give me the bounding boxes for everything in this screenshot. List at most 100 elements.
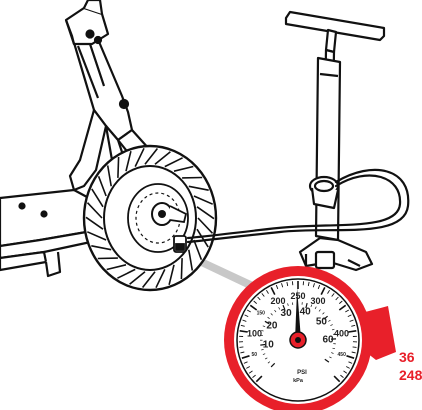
gauge-tick <box>349 319 354 322</box>
callout-psi-value: 36 <box>399 349 415 365</box>
gauge-psi-tick <box>310 304 313 308</box>
tread-mark <box>85 216 104 230</box>
gauge-psi-tick <box>287 303 289 306</box>
gauge-tick <box>241 355 250 359</box>
gauge-tick <box>242 319 247 322</box>
gauge-psi-tick <box>260 343 266 346</box>
tread-mark <box>86 231 107 241</box>
front-wheel <box>82 144 218 292</box>
gauge-psi-tick <box>314 306 317 310</box>
tread-mark <box>91 245 112 251</box>
gauge-tick <box>320 287 326 295</box>
gauge-psi-tick <box>262 353 266 355</box>
gauge-psi-tick <box>270 313 273 316</box>
psi-label: 10 <box>263 340 275 351</box>
gauge-tick <box>239 330 248 333</box>
handlebar-clamp <box>64 0 110 46</box>
gauge-tick <box>343 370 348 374</box>
gauge-tick <box>317 284 321 290</box>
psi-label: 30 <box>281 308 293 319</box>
gauge-psi-tick <box>264 357 268 360</box>
tread-mark <box>106 264 127 271</box>
tread-mark <box>106 165 112 187</box>
tread-mark <box>155 269 166 289</box>
kpa-major-label: 400 <box>334 328 349 338</box>
tread-mark <box>168 264 175 285</box>
gauge-tick <box>347 314 352 318</box>
gauge-psi-tick <box>274 309 277 313</box>
gauge-tick <box>257 296 261 301</box>
tread-mark <box>188 249 194 271</box>
gauge-tick <box>345 366 350 369</box>
gauge-tick <box>345 309 350 313</box>
gauge-psi-tick <box>261 330 264 332</box>
gauge-psi-tick <box>267 361 271 364</box>
tread-mark <box>141 271 156 288</box>
gauge-tick <box>249 304 258 311</box>
gauge-tick <box>351 324 356 327</box>
pump-hose <box>186 168 410 244</box>
gauge-tick <box>246 366 251 369</box>
gauge-psi-tick <box>282 304 286 310</box>
tread-mark <box>193 239 203 260</box>
gauge-tick <box>252 374 256 378</box>
tread-mark <box>134 147 145 167</box>
gauge-tick <box>281 283 284 288</box>
tread-mark <box>86 202 103 219</box>
kpa-minor-label: 150 <box>257 311 266 317</box>
gauge-psi-tick <box>322 312 325 315</box>
gauge-tick <box>307 281 310 287</box>
callout-kpa-value: 248 <box>399 367 422 383</box>
gauge-tick <box>286 281 289 287</box>
kpa-major-label: 250 <box>290 291 305 301</box>
kpa-major-label: 300 <box>310 296 325 306</box>
gauge-tick <box>335 296 339 301</box>
gauge-psi-tick <box>324 358 330 363</box>
tread-mark <box>164 157 183 168</box>
gauge-tick <box>244 314 249 318</box>
gauge-tick <box>240 351 245 354</box>
gauge-tick <box>348 361 353 364</box>
tread-mark <box>180 258 183 280</box>
gauge-tick <box>243 361 248 364</box>
floor-pump <box>284 10 386 272</box>
gauge-tick <box>239 346 244 348</box>
tread-mark <box>91 188 104 208</box>
psi-unit-label: PSI <box>297 370 307 376</box>
scooter-deck <box>0 188 102 278</box>
gauge-psi-tick <box>331 328 335 331</box>
kpa-minor-label: 450 <box>338 352 347 358</box>
tread-mark <box>196 228 209 248</box>
gauge-tick <box>275 284 279 290</box>
gauge-psi-tick <box>332 347 336 350</box>
tread-mark <box>117 268 136 279</box>
gauge-tick <box>266 289 269 294</box>
gauge-psi-tick <box>262 325 266 328</box>
gauge-psi-tick <box>305 302 308 309</box>
gauge-psi-tick <box>267 316 270 319</box>
psi-label: 40 <box>300 306 312 317</box>
gauge-tick <box>331 293 335 297</box>
psi-label: 20 <box>266 321 278 332</box>
tread-mark <box>188 185 209 191</box>
kpa-unit-label: kPa <box>293 378 304 384</box>
gauge-psi-tick <box>270 362 276 368</box>
gauge-tick <box>270 287 276 295</box>
gauge-tick <box>333 375 341 383</box>
gauge-tick <box>248 370 253 374</box>
gauge-psi-tick <box>278 307 281 310</box>
gauge-tick <box>340 374 344 378</box>
gauge-tick <box>346 355 355 359</box>
tread-mark <box>173 165 194 172</box>
kpa-minor-label: 50 <box>252 352 258 358</box>
gauge-tick <box>253 300 257 304</box>
gauge-tick <box>255 375 263 383</box>
gauge-tick <box>348 330 357 333</box>
gauge-tick <box>246 309 251 313</box>
gauge-psi-tick <box>323 315 328 320</box>
kpa-major-label: 100 <box>247 328 262 338</box>
tread-mark <box>129 271 146 285</box>
tread-mark <box>97 176 107 197</box>
